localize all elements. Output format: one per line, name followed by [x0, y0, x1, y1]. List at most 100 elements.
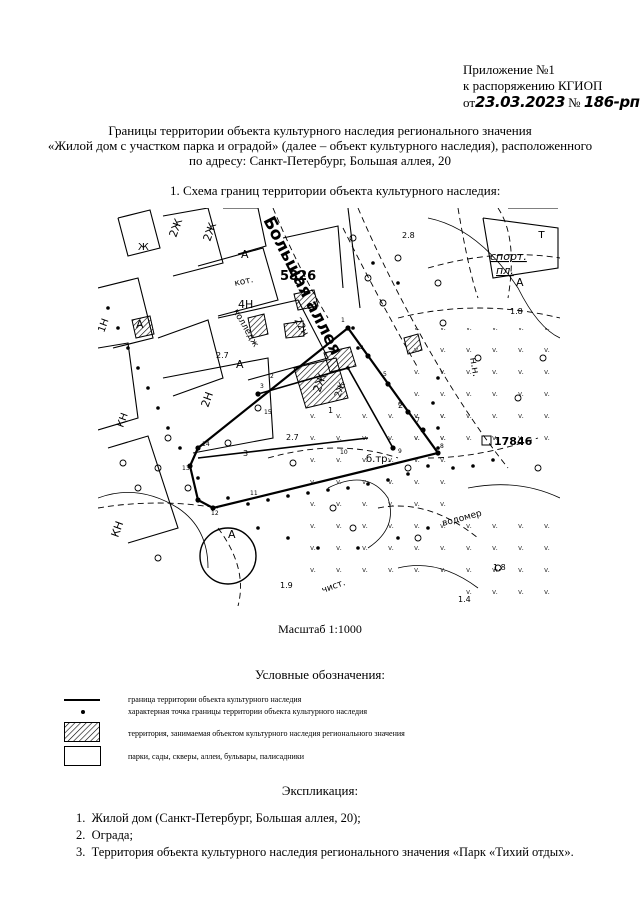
- appendix-header: Приложение №1 к распоряжению КГИОП от23.…: [463, 62, 640, 111]
- legend-hatch-symbol: [64, 722, 100, 742]
- house-label-1: 2Ж: [311, 372, 330, 394]
- a-label-3: А: [236, 358, 244, 371]
- vegetation-area-3: [458, 508, 558, 598]
- 1n-label: 1Н: [98, 317, 112, 334]
- b2zh-label-b: 2Ж: [201, 221, 220, 243]
- point-number: 13: [182, 465, 190, 472]
- elev-18a: 1.8: [510, 307, 523, 316]
- b2n-label: 2Н: [199, 390, 216, 409]
- hatched-house-2: [323, 346, 357, 373]
- scale-label: Масштаб 1:1000: [278, 622, 362, 636]
- sport-label: спорт.: [490, 250, 527, 263]
- item-number: 1.: [76, 811, 86, 825]
- t-label: т: [538, 227, 545, 241]
- pl-label: пл.: [496, 264, 514, 277]
- handwritten-date: 23.03.2023: [475, 93, 565, 111]
- appendix-order: к распоряжению КГИОП: [463, 78, 603, 93]
- hatched-building-1: [131, 315, 155, 339]
- date-prefix: от: [463, 95, 476, 110]
- handwritten-number: 186-рп: [583, 93, 640, 111]
- geodetic-marker-icon: [481, 435, 492, 446]
- point-number: 1: [341, 317, 345, 324]
- round-planter: [199, 527, 257, 585]
- point-number: 10: [340, 449, 348, 456]
- point-number: 8: [440, 443, 444, 450]
- trees: [119, 234, 547, 572]
- buildings: [98, 208, 559, 544]
- fence-dots: [106, 261, 495, 550]
- a-label-5: А: [516, 276, 524, 289]
- point-numbers: 1 4 5 6 7 8 9 10 11 12 13 14 15 2 3 1 2 …: [182, 317, 444, 517]
- a-label-4: А: [228, 528, 236, 541]
- document-title: Границы территории объекта культурного н…: [40, 123, 600, 168]
- hatched-building-2: [247, 313, 269, 339]
- item-number: 2.: [76, 828, 86, 842]
- a-label-2: А: [136, 318, 144, 331]
- point-number: 7: [416, 417, 420, 424]
- zone-number: 3: [243, 449, 248, 458]
- number-prefix: №: [568, 95, 581, 110]
- appendix-title: Приложение №1: [463, 62, 555, 77]
- item-text: Территория объекта культурного наследия …: [91, 845, 574, 859]
- item-text: Ограда;: [91, 828, 133, 842]
- kn2-label: КН: [115, 412, 130, 430]
- map-drawing: v.: [98, 208, 560, 606]
- inner-boundary: [257, 367, 394, 449]
- elevations: 2.8 2.7 2.7 1.8 1.8 1.9 1.4: [216, 231, 523, 604]
- explication-item: 2. Ограда;: [76, 827, 574, 844]
- explication-heading: Экспликация:: [281, 783, 359, 798]
- title-line-2: «Жилой дом с участком парка и оградой» (…: [47, 138, 593, 153]
- point-number: 12: [211, 510, 219, 517]
- elev-14: 1.4: [458, 595, 471, 604]
- legend-point-text: характерная точка границы территории объ…: [128, 707, 368, 716]
- inner-fence-line: [197, 437, 369, 459]
- legend-boundary-line-symbol: [64, 699, 100, 701]
- legend-park-text: парки, сады, скверы, аллеи, бульвары, па…: [128, 752, 305, 761]
- elev-27a: 2.7: [216, 351, 229, 360]
- item-text: Жилой дом (Санкт-Петербург, Большая алле…: [91, 811, 361, 825]
- point-number: 9: [398, 448, 402, 455]
- point-number: 3: [260, 383, 264, 390]
- appendix-date-line: от23.03.2023 № 186-рп: [463, 93, 640, 111]
- elev-28: 2.8: [402, 231, 415, 240]
- elev-18b: 1.8: [493, 563, 506, 572]
- zh-label: Ж: [138, 242, 149, 253]
- title-line-3: по адресу: Санкт-Петербург, Большая алле…: [189, 153, 451, 168]
- vegetation-area-2: [398, 328, 560, 448]
- item-number: 3.: [76, 845, 86, 859]
- point-number: 11: [250, 490, 258, 497]
- explication-list: 1. Жилой дом (Санкт-Петербург, Большая а…: [76, 810, 574, 861]
- b2zh-label-a: 2Ж: [167, 217, 186, 239]
- boundary-map: v.: [98, 208, 560, 606]
- elev-19: 1.9: [280, 581, 293, 590]
- point-number: 2: [270, 373, 274, 380]
- kot-label: кот.: [234, 275, 255, 289]
- point-number: 14: [202, 441, 210, 448]
- hatched-building-3: [293, 289, 319, 311]
- zone-number: 2: [398, 401, 403, 410]
- section-heading: 1. Схема границ территории объекта культ…: [170, 183, 501, 198]
- legend-heading: Условные обозначения:: [254, 667, 386, 682]
- title-line-1: Границы территории объекта культурного н…: [108, 123, 532, 138]
- building-4n-label: 4Н: [238, 298, 253, 311]
- legend-boundary-line-text: граница территории объекта культурного н…: [128, 695, 302, 704]
- legend-park-symbol: [64, 746, 101, 766]
- elev-27b: 2.7: [286, 433, 299, 442]
- nn-label: н.н.: [467, 357, 481, 378]
- hatched-building-5: [283, 320, 305, 339]
- explication-item: 1. Жилой дом (Санкт-Петербург, Большая а…: [76, 810, 574, 827]
- kn-label: КН: [109, 519, 127, 539]
- btr-label: б.тр.: [366, 454, 391, 465]
- boundary-points: [187, 325, 441, 511]
- point-number: 5: [383, 371, 387, 378]
- point-number: 6: [398, 401, 402, 408]
- legend-point-symbol: [81, 710, 85, 714]
- explication-item: 3. Территория объекта культурного наслед…: [76, 844, 574, 861]
- point-number: 4: [360, 345, 364, 352]
- legend-hatch-text: территория, занимаемая объектом культурн…: [128, 729, 405, 738]
- a-label-1: А: [241, 248, 249, 261]
- geodetic-marker-label: 17846: [494, 435, 533, 448]
- house-number-label: 5826: [280, 269, 316, 284]
- zone-number: 1: [328, 406, 333, 415]
- point-number: 15: [264, 409, 272, 416]
